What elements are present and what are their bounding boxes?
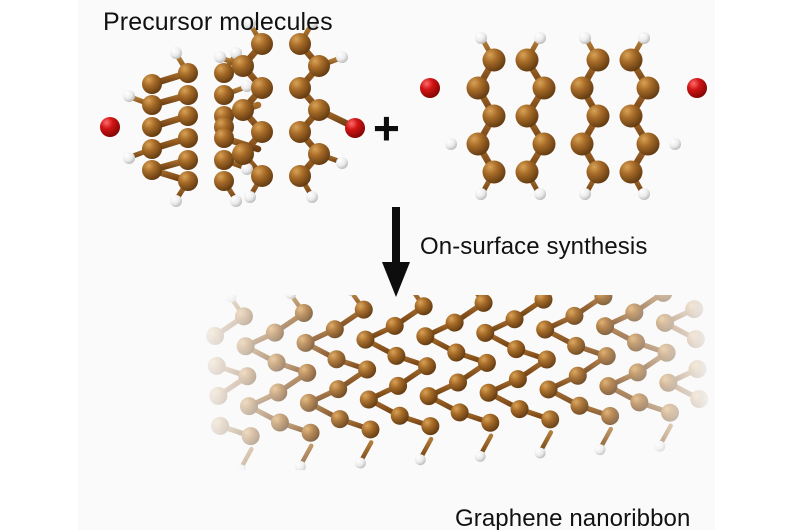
plus-icon: + [373, 102, 400, 154]
nanoribbon-bonds [212, 275, 702, 468]
right-precursor-hydrogen-atoms [445, 32, 681, 200]
nanoribbon-hydrogen-atoms [225, 268, 666, 476]
product-caption-line-1: Graphene nanoribbon [455, 504, 691, 530]
left-precursor-carbon-atoms [142, 33, 330, 191]
page-title: Precursor molecules [103, 8, 333, 36]
reaction-arrow-label: On-surface synthesis [420, 233, 648, 260]
right-precursor-bromine-atoms [420, 78, 707, 98]
molecule-right-precursor [420, 32, 707, 200]
molecule-left-precursor [100, 17, 365, 207]
right-precursor-carbon-atoms [466, 48, 660, 184]
graphene-nanoribbon-product [206, 268, 709, 476]
left-precursor-bromine-atoms [100, 117, 365, 138]
right-precursor-bonds [427, 56, 700, 176]
reaction-arrow [382, 207, 410, 297]
product-caption: Graphene nanoribbon heterostructure [455, 448, 690, 530]
nanoribbon-carbon-atoms [206, 283, 709, 446]
